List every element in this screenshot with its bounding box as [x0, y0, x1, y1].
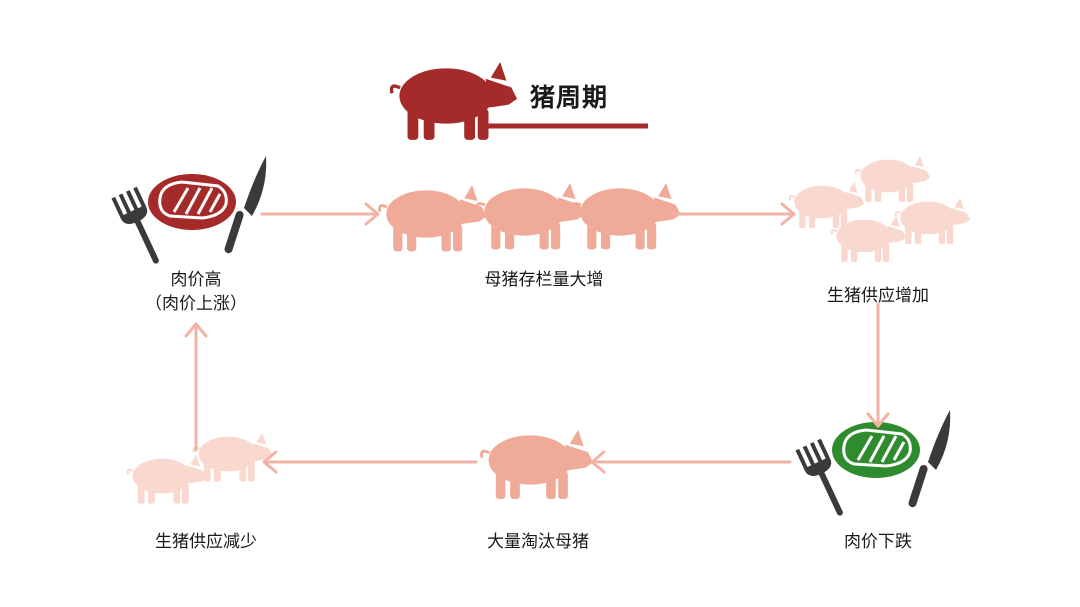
label-supply-increase: 生猪供应增加 [827, 286, 929, 306]
label-sow-increase: 母猪存栏量大增 [484, 270, 604, 290]
label-price-high-line1: 肉价高 [170, 270, 222, 290]
cull-pig-icon [480, 429, 594, 500]
diagram-title: 猪周期 [530, 83, 609, 112]
label-price-high: 肉价高 （肉价上涨） [136, 268, 256, 316]
supply-increase-pigs-icon [788, 155, 971, 263]
sow-pigs-icon [378, 182, 682, 253]
arrow-down [866, 302, 890, 428]
arrow-left-1 [590, 450, 792, 474]
arrow-left-2 [262, 450, 478, 474]
label-price-fall: 肉价下跌 [844, 532, 912, 552]
arrow-up [184, 322, 208, 452]
label-sow-cull: 大量淘汰母猪 [487, 532, 589, 552]
arrow-right-2 [670, 202, 796, 226]
cycle-arrows [184, 202, 890, 474]
arrow-right-1 [260, 202, 380, 226]
supply-decrease-pigs-icon [126, 432, 274, 505]
steak-high-icon [146, 172, 238, 232]
label-supply-decrease: 生猪供应减少 [155, 532, 257, 552]
label-price-high-line2: （肉价上涨） [145, 294, 247, 314]
steak-low-icon [830, 420, 922, 480]
